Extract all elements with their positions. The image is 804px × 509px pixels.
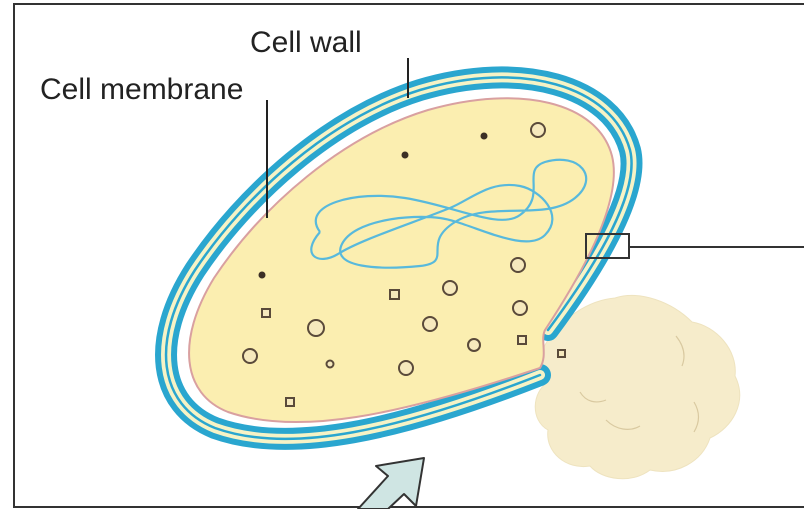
granule xyxy=(531,123,545,137)
granule xyxy=(518,336,526,344)
dark-granule xyxy=(481,133,488,140)
dark-granule xyxy=(402,152,409,159)
granule xyxy=(511,258,525,272)
granule xyxy=(513,301,527,315)
granule xyxy=(243,349,257,363)
granule xyxy=(399,361,413,375)
granule xyxy=(327,361,334,368)
granule xyxy=(558,350,565,357)
dark-granule xyxy=(259,272,266,279)
granule xyxy=(308,320,324,336)
granule xyxy=(286,398,294,406)
granule xyxy=(443,281,457,295)
granule xyxy=(468,339,480,351)
granule xyxy=(423,317,437,331)
granule xyxy=(262,309,270,317)
cell-membrane-label: Cell membrane xyxy=(40,73,243,106)
cell-wall-label: Cell wall xyxy=(250,26,362,59)
granule xyxy=(390,290,399,299)
